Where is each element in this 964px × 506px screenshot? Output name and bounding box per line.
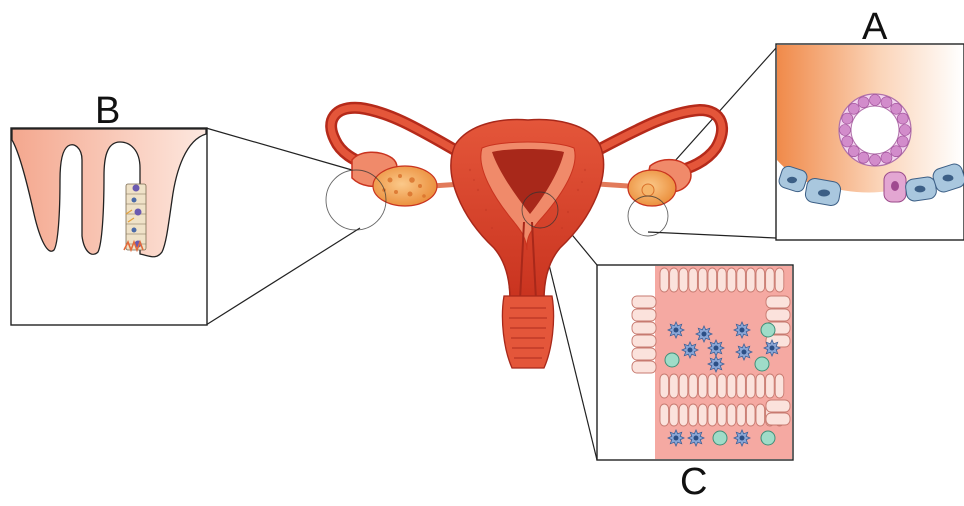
panel-label-a: A bbox=[862, 8, 887, 46]
panel-c bbox=[597, 265, 793, 460]
gland-cell-icon bbox=[124, 184, 146, 250]
vagina-illustration bbox=[502, 296, 553, 368]
panel-label-b: B bbox=[95, 92, 120, 130]
panel-a bbox=[776, 44, 964, 240]
panel-label-c: C bbox=[680, 463, 707, 501]
follicle-icon bbox=[839, 94, 911, 166]
panel-b bbox=[11, 128, 207, 325]
